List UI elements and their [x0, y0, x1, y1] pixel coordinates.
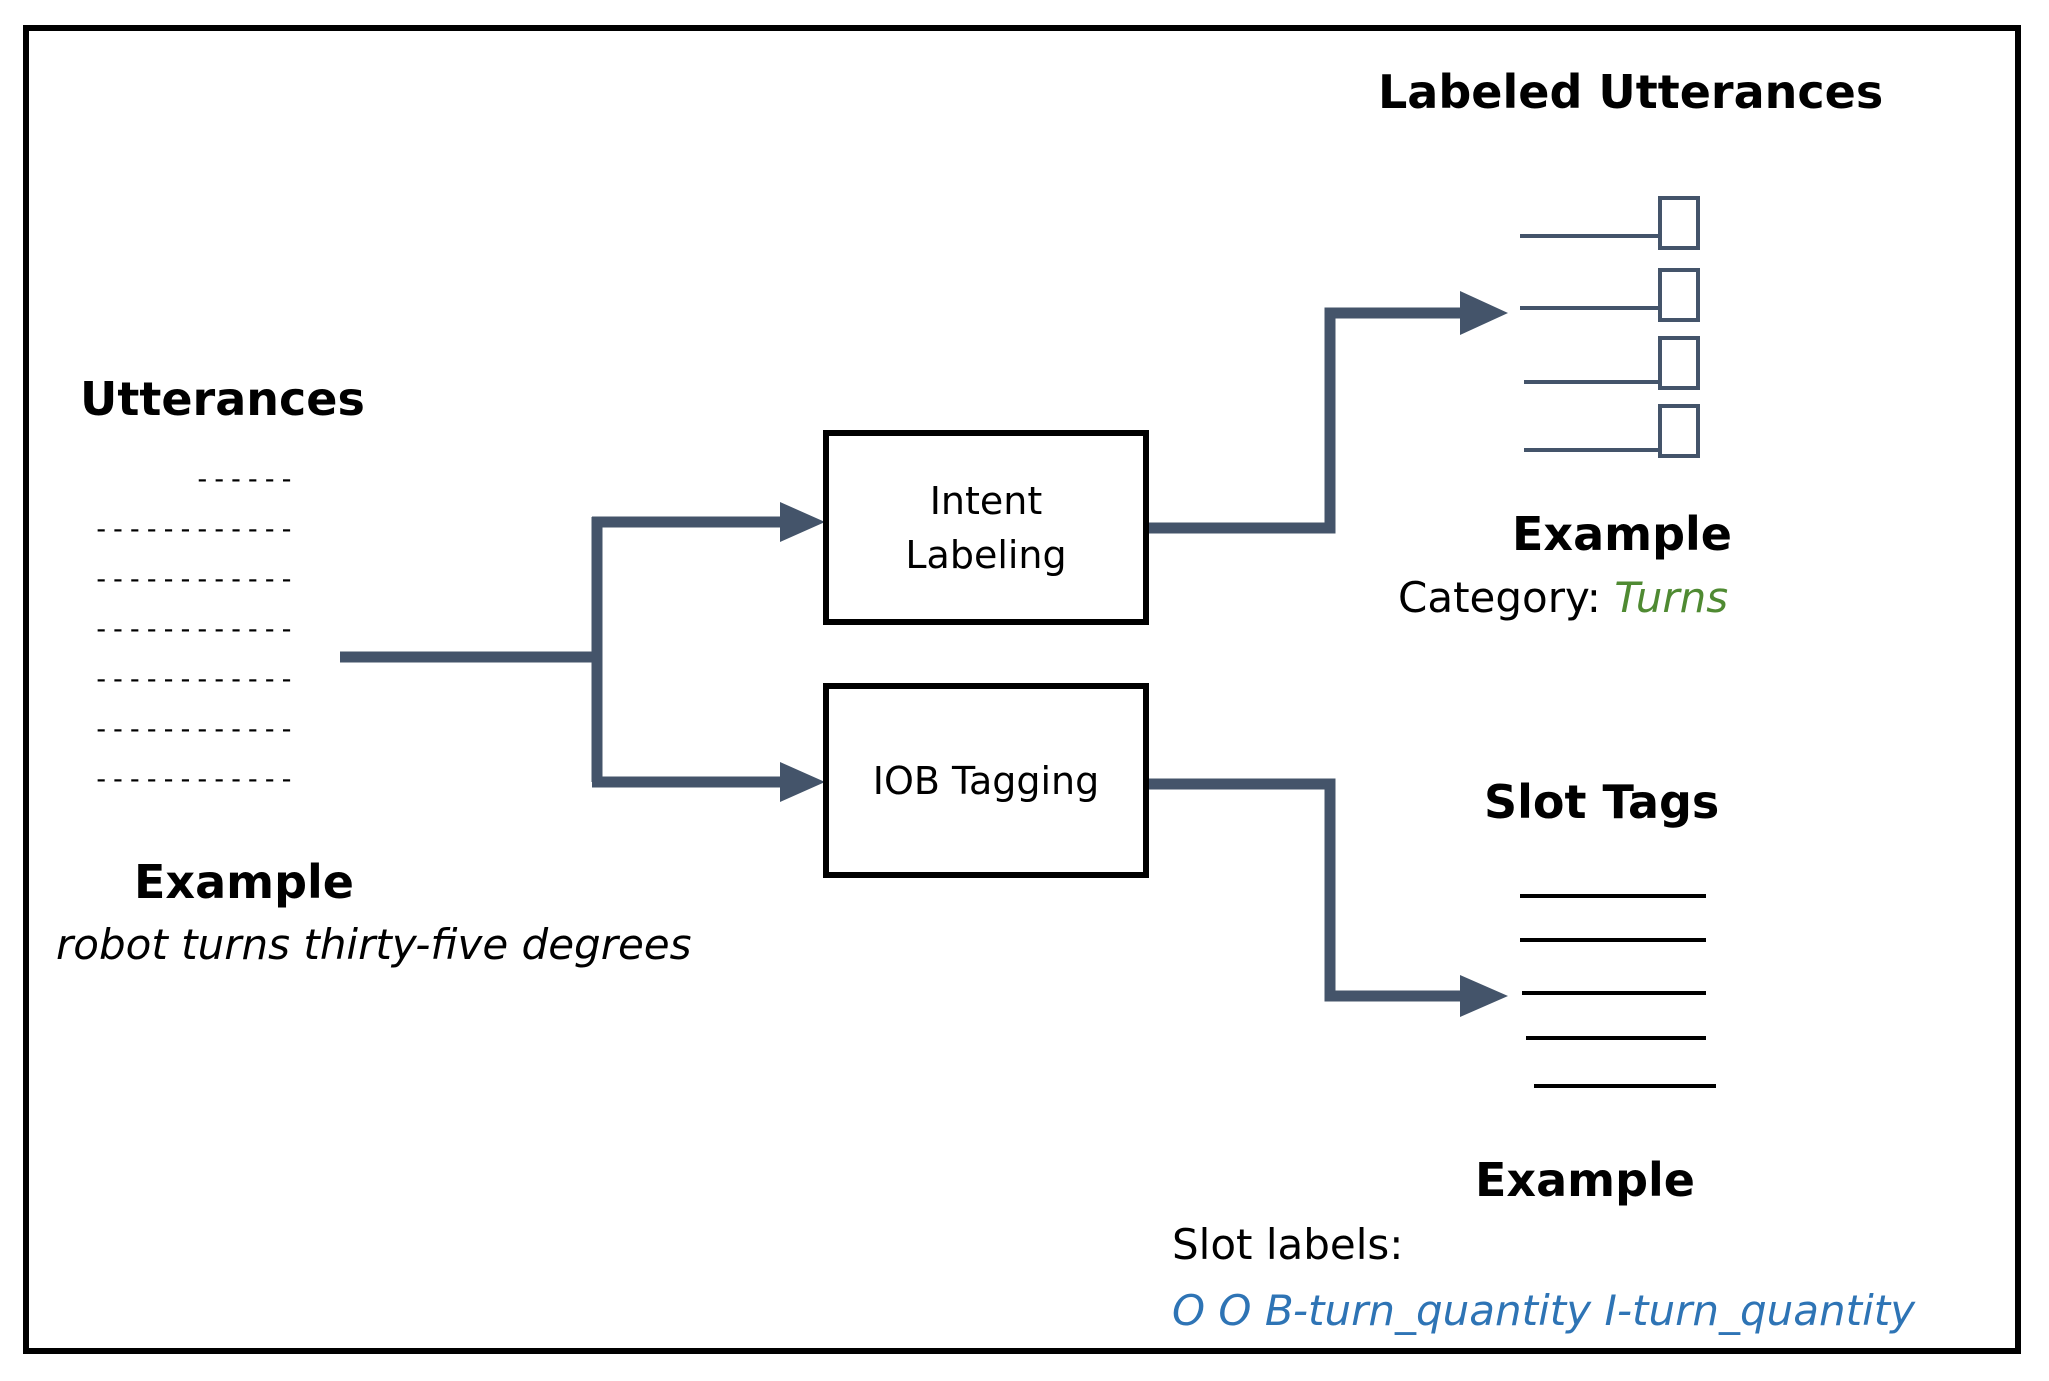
labeled-checkbox-3 [1658, 336, 1700, 390]
utterances-example-text: robot turns thirty-five degrees [56, 920, 692, 969]
category-line: Category: Turns [1398, 573, 1728, 622]
intent-labeling-label-line2: Labeling [905, 532, 1067, 577]
labeled-checkbox-4 [1658, 404, 1700, 458]
iob-to-slots-line [1147, 778, 1465, 1002]
utterance-line: ------------ [92, 712, 295, 745]
category-prefix: Category: [1398, 573, 1601, 622]
arrowhead-intent [780, 502, 825, 542]
intent-labeling-box: Intent Labeling [823, 430, 1149, 625]
utterance-line: ------ [193, 462, 295, 495]
slot-example-label: Example [1475, 1153, 1695, 1207]
utterance-line: ------------ [92, 562, 295, 595]
arrowhead-slots [1460, 975, 1508, 1017]
utterances-example-label: Example [134, 855, 354, 909]
utterance-line: ------------ [92, 762, 295, 795]
slot-labels-value: O O B-turn_quantity I-turn_quantity [1172, 1286, 1916, 1335]
arrowhead-labeled [1460, 291, 1508, 335]
category-value: Turns [1614, 573, 1729, 622]
slot-labels-prefix: Slot labels: [1172, 1220, 1404, 1269]
intent-labeling-label-line1: Intent [929, 478, 1043, 523]
utterance-line: ------------ [92, 612, 295, 645]
utterances-heading: Utterances [80, 372, 365, 426]
labeled-utterances-heading: Labeled Utterances [1378, 65, 1884, 119]
arrowhead-iob [780, 762, 825, 802]
slot-tags-heading: Slot Tags [1484, 775, 1720, 829]
utterance-line: ------------ [92, 662, 295, 695]
iob-tagging-box: IOB Tagging [823, 683, 1149, 878]
iob-tagging-label: IOB Tagging [872, 758, 1100, 803]
intent-to-labeled-line [1147, 307, 1465, 534]
labeled-example-label: Example [1512, 507, 1732, 561]
utterance-line: ------------ [92, 512, 295, 545]
labeled-checkbox-1 [1658, 196, 1700, 250]
diagram-frame [23, 25, 2021, 1354]
labeled-checkbox-2 [1658, 268, 1700, 322]
